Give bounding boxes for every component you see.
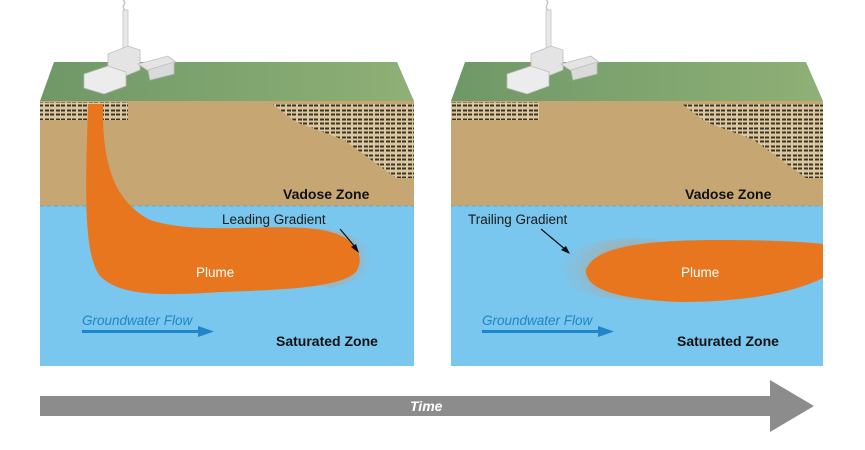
time-label: Time xyxy=(410,398,443,414)
plume-shape xyxy=(585,240,823,302)
gradient-pointer-head xyxy=(561,246,570,254)
gradient-pointer xyxy=(540,228,567,251)
saturated-zone-label: Saturated Zone xyxy=(677,333,779,349)
factory xyxy=(83,0,177,95)
vadose-zone-label: Vadose Zone xyxy=(685,186,772,202)
panel-before: Vadose Zone Leading Gradient Plume Groun… xyxy=(40,0,414,366)
groundwater-flow-arrow xyxy=(482,326,614,337)
gravel-lens-left xyxy=(451,102,539,120)
groundwater-flow-label: Groundwater Flow xyxy=(82,313,194,328)
gravel-lens-right xyxy=(272,104,414,178)
gravel-lens-right xyxy=(682,104,823,178)
panel-after: Vadose Zone Trailing Gradient Plume Grou… xyxy=(451,0,823,366)
gradient-label: Trailing Gradient xyxy=(468,212,568,227)
saturated-zone-label: Saturated Zone xyxy=(276,333,378,349)
time-arrow: Time xyxy=(40,380,814,432)
factory xyxy=(506,0,600,95)
gradient-pointer-head xyxy=(351,244,359,253)
plume-label: Plume xyxy=(196,265,234,280)
vadose-zone-label: Vadose Zone xyxy=(283,186,370,202)
groundwater-flow-label: Groundwater Flow xyxy=(482,313,594,328)
gravel-lens-left xyxy=(40,102,128,120)
gradient-pointer xyxy=(339,228,357,249)
plume-shape xyxy=(86,104,360,295)
plume-label: Plume xyxy=(681,265,719,280)
groundwater-flow-arrow xyxy=(82,326,214,337)
gradient-label: Leading Gradient xyxy=(222,212,326,227)
